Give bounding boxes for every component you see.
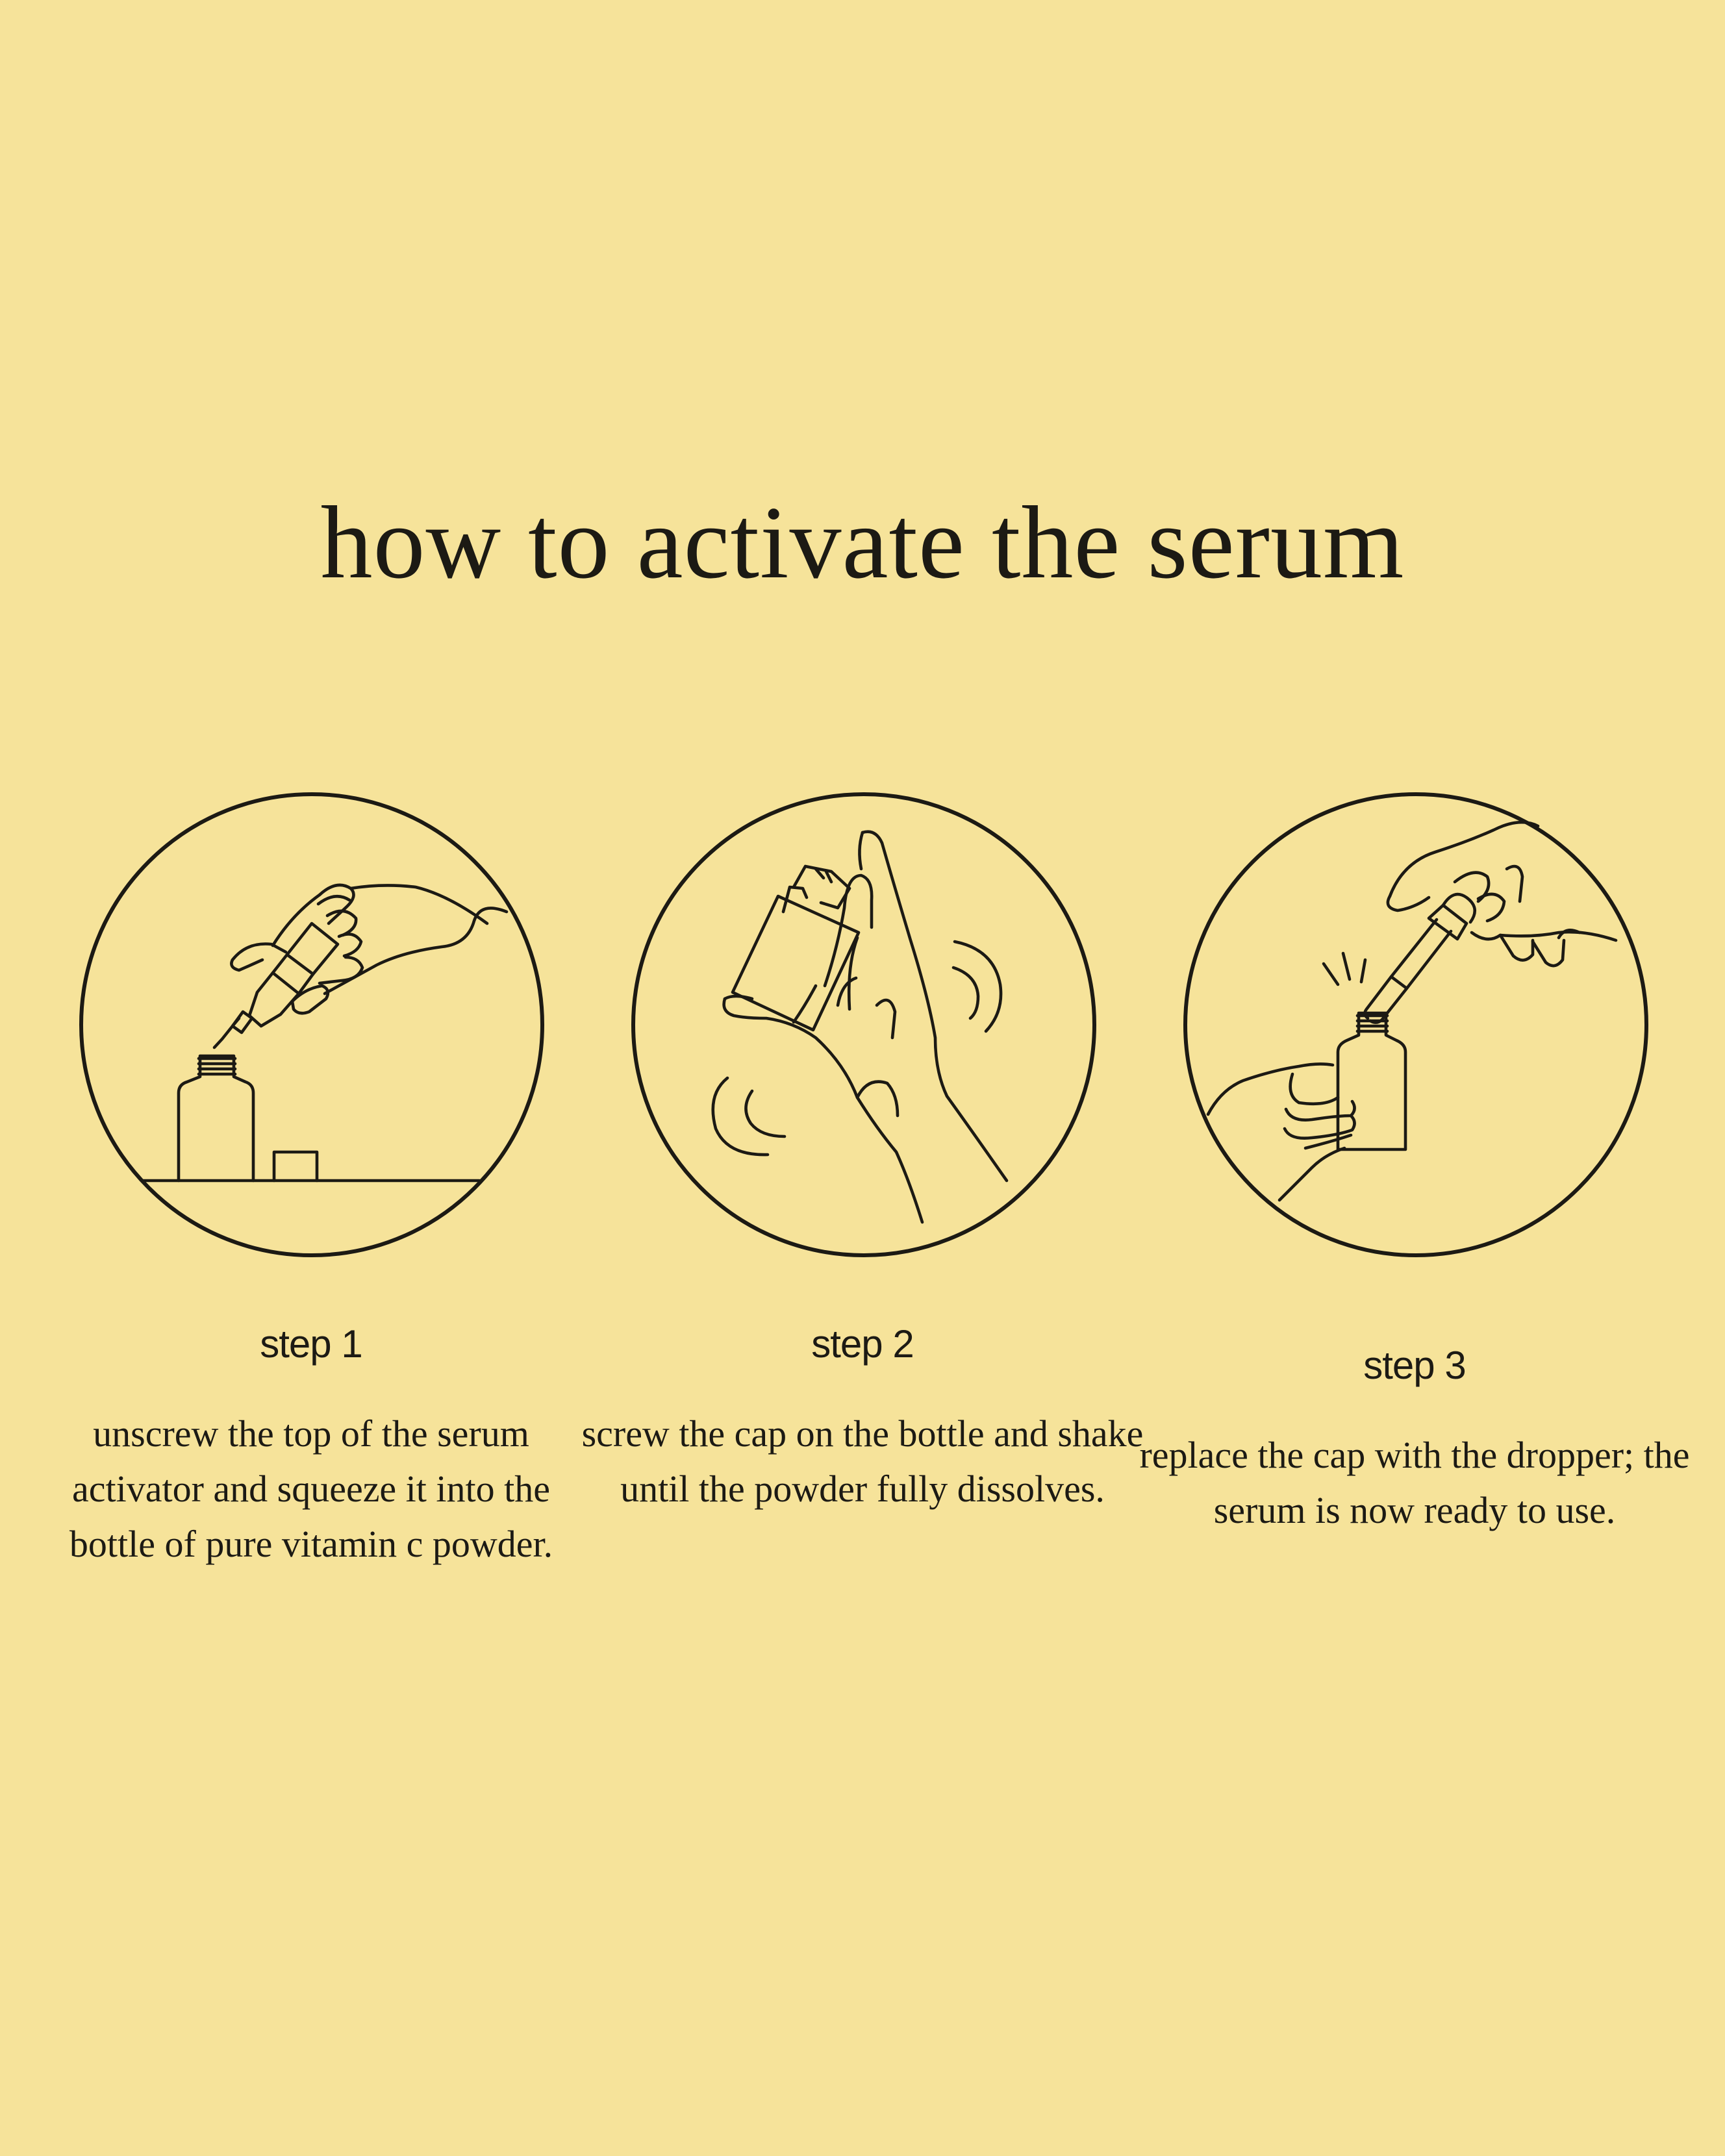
shake-bottle-icon xyxy=(630,791,1098,1259)
dropper-bottle-icon xyxy=(1182,791,1650,1259)
step-2-label: step 2 xyxy=(811,1322,914,1366)
step-2-text: screw the cap on the bottle and shake un… xyxy=(581,1412,1144,1510)
step-1-label: step 1 xyxy=(260,1322,362,1366)
squeeze-activator-icon xyxy=(78,791,546,1259)
step-3-label: step 3 xyxy=(1363,1344,1466,1387)
step-1-text: unscrew the top of the serum activator a… xyxy=(69,1412,553,1565)
step-3-text: replace the cap with the dropper; the se… xyxy=(1139,1434,1690,1531)
page-title: how to activate the serum xyxy=(320,484,1405,600)
